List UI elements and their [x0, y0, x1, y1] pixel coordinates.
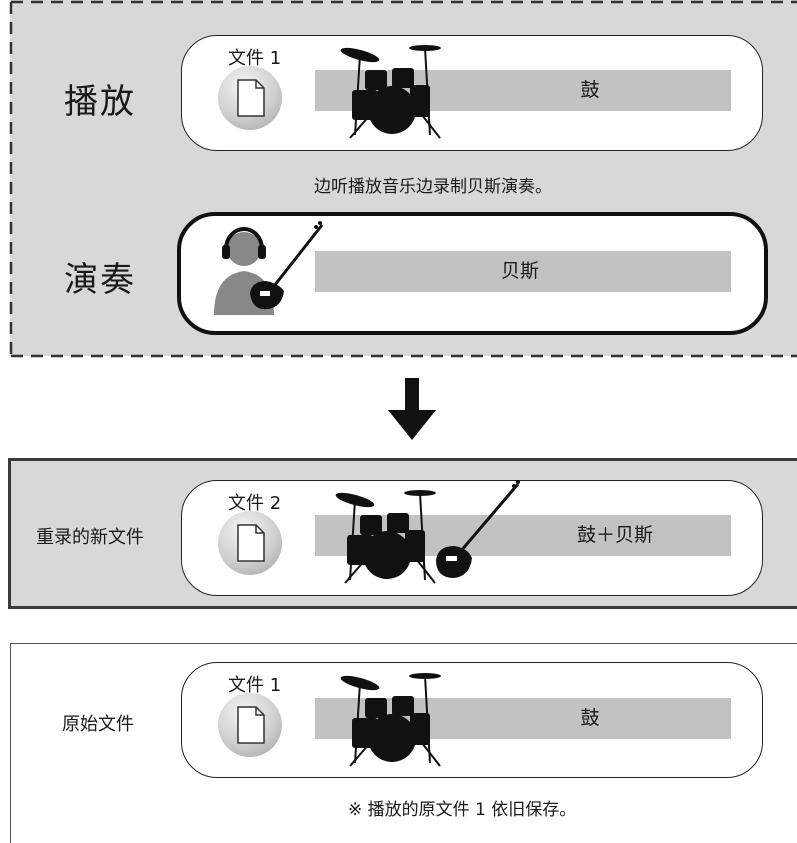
- bass-guitar-icon: [250, 221, 324, 310]
- document-icon: [237, 79, 265, 117]
- drum-kit-icon: [340, 673, 441, 767]
- playback-label: 播放: [64, 82, 136, 122]
- file-label: 文件 1: [228, 48, 282, 69]
- file-icon-circle: [218, 511, 282, 575]
- file-icon-circle: [218, 66, 282, 130]
- playback-caption: 边听播放音乐边录制贝斯演奏。: [314, 177, 552, 197]
- file-label: 文件 1: [228, 675, 282, 696]
- file-label: 文件 2: [228, 493, 282, 514]
- original-file-note: ※ 播放的原文件 1 依旧保存。: [348, 800, 577, 820]
- document-icon: [237, 706, 265, 744]
- document-icon: [237, 524, 265, 562]
- new-file-label: 重录的新文件: [36, 527, 144, 548]
- drum-track-label: 鼓: [580, 79, 600, 101]
- bass-track-bar: [315, 251, 731, 292]
- bass-track-label: 贝斯: [500, 260, 539, 282]
- combined-track-label: 鼓＋贝斯: [576, 524, 653, 546]
- original-file-label: 原始文件: [62, 714, 134, 735]
- perform-label: 演奏: [64, 260, 136, 300]
- dashed-border: [9, 0, 797, 358]
- down-arrow-icon: [388, 378, 436, 440]
- file-icon-circle: [218, 693, 282, 757]
- drum-kit-icon: [340, 45, 441, 139]
- bass-guitar-icon: [436, 480, 520, 578]
- headphones-person-icon: [214, 221, 324, 315]
- drum-track-label: 鼓: [580, 707, 600, 729]
- drum-kit-icon: [335, 490, 436, 584]
